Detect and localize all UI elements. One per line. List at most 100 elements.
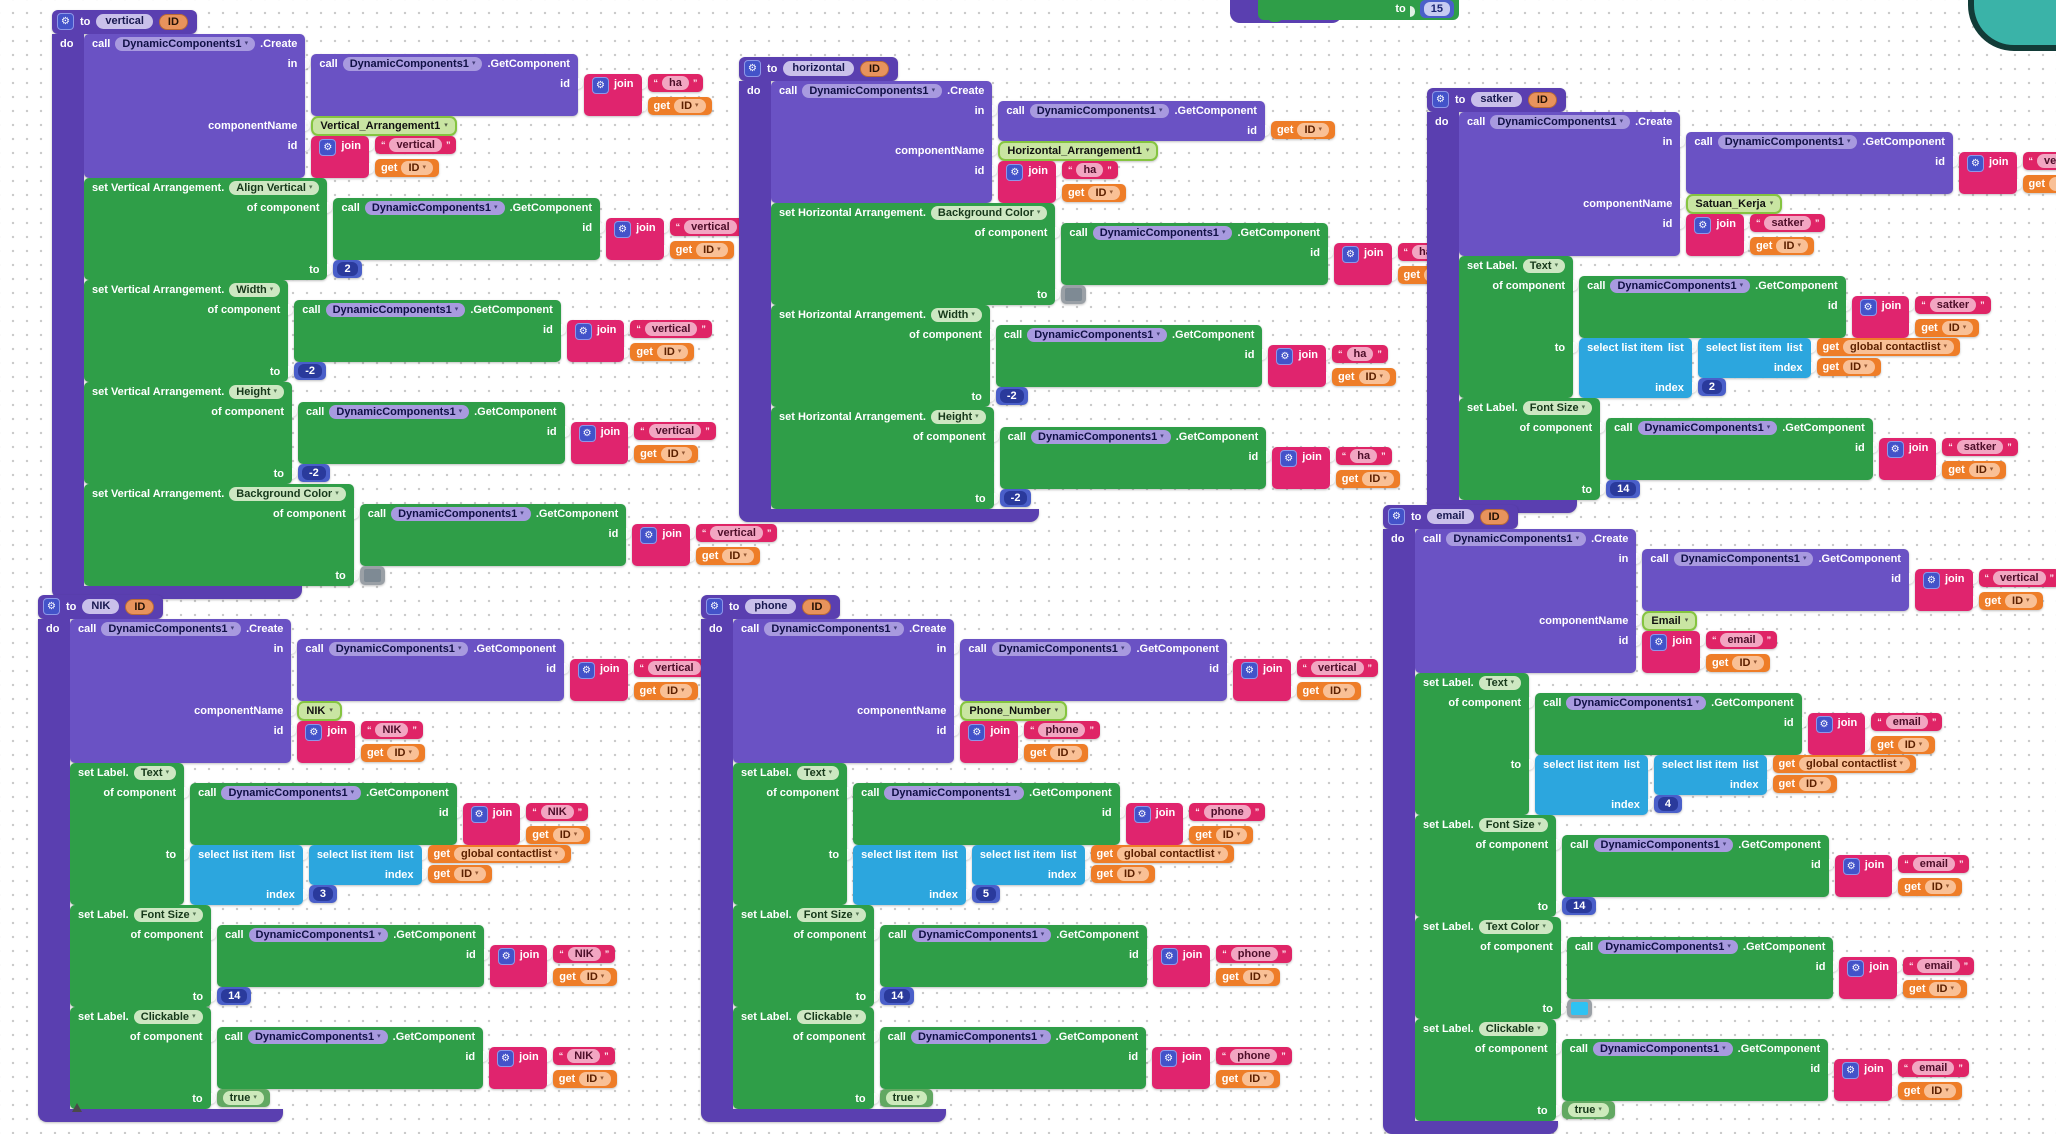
number-block[interactable]: -2 [995,387,1028,405]
text-field[interactable]: satker [1929,298,1977,312]
text-field[interactable]: vertical [648,661,701,675]
component-dropdown[interactable]: DynamicComponents1▾ [991,642,1132,656]
variable-dropdown[interactable]: ID▾ [1242,970,1275,984]
property-dropdown[interactable]: Background Color▾ [229,487,346,501]
mutator-gear-icon[interactable]: ⚙ [968,724,986,741]
text-field[interactable]: ha [1346,347,1374,361]
set-property-block[interactable]: set Vertical Arrangement.Background Colo… [84,484,778,586]
mutator-gear-icon[interactable]: ⚙ [497,1050,515,1067]
variable-dropdown[interactable]: ID▾ [656,345,689,359]
number-field[interactable]: 14 [1610,482,1637,496]
mutator-gear-icon[interactable]: ⚙ [1815,716,1833,733]
logic-dropdown[interactable]: true▾ [885,1091,927,1105]
mutator-gear-icon[interactable]: ⚙ [706,598,723,615]
mutator-gear-icon[interactable]: ⚙ [1966,155,1984,172]
mutator-gear-icon[interactable]: ⚙ [574,323,592,340]
variable-dropdown[interactable]: ID▾ [1924,880,1957,894]
text-string-block[interactable]: “ha” [647,74,704,92]
variable-dropdown[interactable]: ID▾ [579,970,612,984]
text-string-block[interactable]: “email” [1898,855,1970,873]
variable-dropdown[interactable]: ID▾ [1297,123,1329,137]
set-property-block[interactable]: set Horizontal Arrangement.Width▾of comp… [771,305,1397,407]
number-field[interactable]: 14 [884,989,911,1003]
variable-dropdown[interactable]: ID▾ [1799,777,1831,791]
variable-dropdown[interactable]: ID▾ [1897,738,1930,752]
property-dropdown[interactable]: Clickable▾ [133,1010,203,1024]
variable-dropdown[interactable]: ID▾ [1215,828,1248,842]
text-string-block[interactable]: “phone” [1216,945,1293,963]
variable-dropdown[interactable]: ID▾ [2049,177,2056,191]
text-string-block[interactable]: “ha” [1335,447,1392,465]
param-ID[interactable]: ID [1479,508,1509,525]
color-block[interactable] [359,566,385,585]
text-string-block[interactable]: “NIK” [552,1047,615,1065]
text-string-block[interactable]: “phone” [1189,803,1266,821]
text-field[interactable]: phone [1203,805,1251,819]
text-field[interactable]: email [1917,959,1960,973]
property-dropdown[interactable]: Text Color▾ [1478,920,1553,934]
component-dropdown[interactable]: DynamicComponents1▾ [910,1030,1051,1044]
variable-dropdown[interactable]: ID▾ [401,161,433,175]
number-block[interactable]: -2 [294,362,327,380]
variable-dropdown[interactable]: ID▾ [1968,463,2001,477]
number-field[interactable]: 2 [1701,380,1722,394]
number-field[interactable]: 15 [1423,2,1450,16]
set-property-block[interactable]: set Vertical Arrangement.Width▾of compon… [84,280,712,382]
mutator-gear-icon[interactable]: ⚙ [1280,450,1298,467]
number-block[interactable]: -2 [298,464,330,482]
number-block[interactable]: 14 [1562,897,1597,915]
number-block[interactable]: 2 [333,260,362,278]
mutator-gear-icon[interactable]: ⚙ [1922,572,1940,589]
number-field[interactable]: 2 [337,262,358,276]
text-string-block[interactable]: “ha” [1332,345,1388,363]
number-block[interactable]: 5 [971,885,1000,903]
variable-dropdown[interactable]: ID▾ [2005,594,2037,608]
text-field[interactable]: phone [1230,947,1278,961]
text-field[interactable]: vertical [684,220,737,234]
mutator-gear-icon[interactable]: ⚙ [1650,634,1668,651]
component-dropdown[interactable]: DynamicComponents1▾ [1637,421,1778,435]
text-field[interactable]: vertical [389,138,442,152]
mutator-gear-icon[interactable]: ⚙ [43,598,60,615]
text-string-block[interactable]: “vertical” [374,136,457,154]
mutator-gear-icon[interactable]: ⚙ [591,77,609,94]
component-block[interactable]: Phone_Number▾ [960,701,1068,721]
component-dropdown[interactable]: DynamicComponents1▾ [1592,1042,1733,1056]
mutator-gear-icon[interactable]: ⚙ [1133,806,1151,823]
text-field[interactable]: satker [1956,440,2004,454]
mutator-gear-icon[interactable]: ⚙ [1240,662,1258,679]
text-field[interactable]: phone [1230,1049,1278,1063]
variable-dropdown[interactable]: ID▾ [1732,656,1764,670]
procedure-name-field[interactable]: horizontal [783,61,854,76]
number-block[interactable]: 14 [1606,480,1641,498]
text-field[interactable]: NIK [540,805,574,819]
